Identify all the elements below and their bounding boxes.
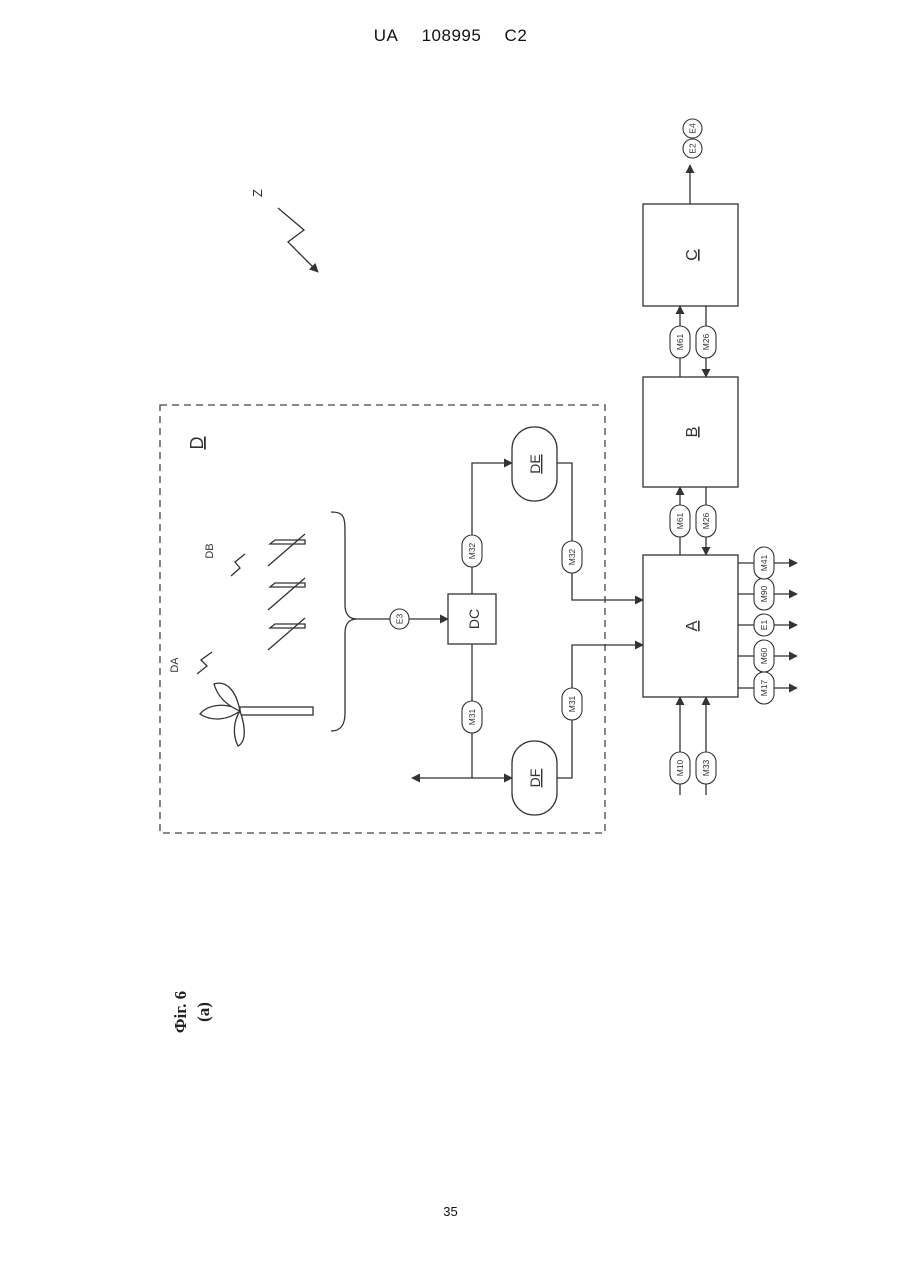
e4-tag: E4 xyxy=(683,119,702,138)
m10-tag: M10 xyxy=(670,752,690,784)
e3-tag: E3 xyxy=(390,609,409,629)
svg-text:B: B xyxy=(684,427,701,438)
source-db-label: DB xyxy=(204,543,216,558)
region-d-label: D xyxy=(187,437,207,450)
svg-text:M26: M26 xyxy=(701,333,711,350)
svg-text:DB: DB xyxy=(204,543,216,558)
svg-text:M10: M10 xyxy=(675,759,685,776)
m32-lower-line xyxy=(557,463,643,600)
block-a-label: A xyxy=(684,620,701,631)
e2-tag: E2 xyxy=(683,139,702,158)
svg-text:M61: M61 xyxy=(675,512,685,529)
svg-text:M60: M60 xyxy=(759,647,769,664)
svg-text:DE: DE xyxy=(527,454,543,473)
block-dc-label: DC xyxy=(466,609,482,629)
m26-bc-tag: M26 xyxy=(696,326,716,358)
sources-brace xyxy=(331,512,357,731)
source-da-label: DA xyxy=(169,657,181,673)
m60-tag: M60 xyxy=(754,640,774,672)
m33-tag: M33 xyxy=(696,752,716,784)
svg-text:M32: M32 xyxy=(467,542,477,559)
m32-upper-line xyxy=(472,463,512,594)
figure-caption: Фіг. 6 (a) xyxy=(171,991,213,1033)
svg-text:DA: DA xyxy=(169,657,181,673)
solar-panels-icon xyxy=(268,534,305,650)
m17-tag: M17 xyxy=(754,672,774,704)
m32-lower-tag: M32 xyxy=(562,541,582,573)
m90-tag: M90 xyxy=(754,578,774,610)
svg-text:DC: DC xyxy=(466,609,482,629)
svg-text:M90: M90 xyxy=(759,585,769,602)
block-b-label: B xyxy=(684,427,701,438)
svg-text:M61: M61 xyxy=(675,333,685,350)
figure-caption-title: Фіг. 6 xyxy=(171,991,190,1033)
m31-upper-tag: M31 xyxy=(462,701,482,733)
svg-text:M33: M33 xyxy=(701,759,711,776)
m61-bc-tag: M61 xyxy=(670,326,690,358)
svg-text:Z: Z xyxy=(250,189,265,197)
m41-tag: M41 xyxy=(754,547,774,579)
svg-text:E3: E3 xyxy=(395,614,405,625)
block-c-label: C xyxy=(684,249,701,261)
m32-upper-tag: M32 xyxy=(462,535,482,567)
m31-lower-tag: M31 xyxy=(562,688,582,720)
db-pointer xyxy=(231,554,245,576)
e1-tag: E1 xyxy=(754,614,774,636)
svg-text:E4: E4 xyxy=(688,123,698,134)
da-pointer xyxy=(197,652,212,674)
svg-text:D: D xyxy=(187,437,207,450)
svg-text:M31: M31 xyxy=(567,695,577,712)
svg-text:M31: M31 xyxy=(467,708,477,725)
block-de-label: DE xyxy=(527,454,543,473)
z-lightning-arrow xyxy=(278,208,318,272)
page-number: 35 xyxy=(0,1204,901,1219)
svg-text:A: A xyxy=(684,620,701,631)
svg-text:DF: DF xyxy=(527,769,543,788)
svg-text:E1: E1 xyxy=(759,620,769,631)
svg-text:M26: M26 xyxy=(701,512,711,529)
figure-caption-sub: (a) xyxy=(194,1002,213,1022)
svg-text:M41: M41 xyxy=(759,554,769,571)
svg-text:M32: M32 xyxy=(567,548,577,565)
z-label: Z xyxy=(250,189,265,197)
m61-ab-tag: M61 xyxy=(670,505,690,537)
svg-text:E2: E2 xyxy=(688,143,698,154)
m26-ab-tag: M26 xyxy=(696,505,716,537)
svg-text:M17: M17 xyxy=(759,679,769,696)
block-df-label: DF xyxy=(527,769,543,788)
svg-text:C: C xyxy=(684,249,701,261)
wind-turbine-icon xyxy=(200,683,313,746)
